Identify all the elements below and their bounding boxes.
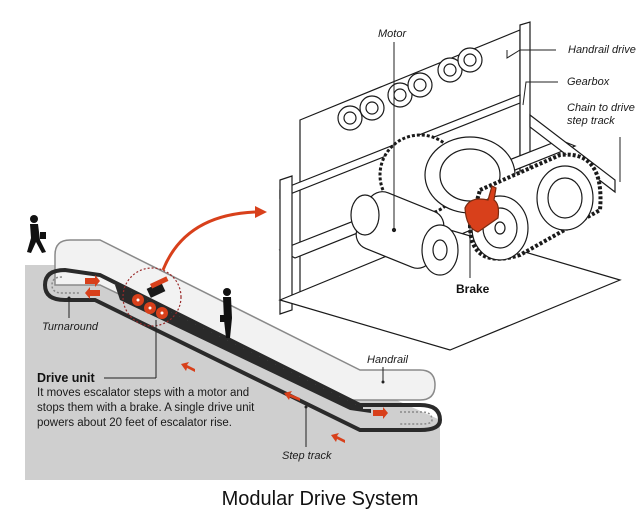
motor: [350, 191, 459, 276]
handrail-drive-rollers: [337, 47, 483, 131]
step-track-loop: [42, 267, 443, 432]
leader-dot: [304, 405, 308, 409]
arrow-left-icon: [181, 362, 195, 372]
step-track-label: Step track: [282, 450, 332, 462]
arrow-right-icon: [373, 407, 388, 419]
arrow-left-icon: [85, 287, 100, 299]
handrail-drive-label: Handrail drive: [568, 44, 636, 56]
leader-dot: [67, 296, 71, 300]
handrail-shape: [54, 239, 436, 401]
brake-label: Brake: [456, 282, 490, 296]
callout-arrowhead-icon: [255, 206, 267, 218]
drive-unit-title: Drive unit: [37, 371, 95, 385]
drive-machine: [278, 21, 622, 351]
person-silhouette-mid: [220, 288, 232, 338]
handrail-label: Handrail: [367, 354, 408, 366]
leader-dot: [391, 227, 397, 233]
leader-dot: [381, 380, 385, 384]
turnaround-dashes-bottom: [400, 411, 433, 425]
drive-unit-box: [146, 282, 166, 298]
motor-label: Motor: [378, 28, 407, 40]
frame-left-post: [279, 175, 293, 315]
arrow-left-icon: [284, 391, 300, 401]
chain-label-line2: step track: [567, 115, 615, 127]
drive-unit-description: It moves escalator steps with a motor an…: [37, 387, 255, 429]
drive-unit-top: [149, 276, 169, 289]
stair-steps: [115, 285, 371, 413]
callout-arrow: [161, 210, 256, 271]
arrow-left-icon: [331, 433, 345, 443]
turnaround-dashes-top: [51, 276, 80, 294]
escalator-section: [25, 206, 443, 480]
wheel-hub: [148, 306, 152, 310]
direction-arrows: [85, 275, 388, 443]
gearbox-label: Gearbox: [567, 76, 610, 88]
person-silhouette-top: [27, 215, 46, 253]
turnaround-label: Turnaround: [42, 321, 99, 333]
arrow-right-icon: [85, 275, 100, 287]
wheel-hub: [160, 311, 164, 315]
step-track-drive-wheels: [467, 152, 603, 261]
machine-leaders: [393, 42, 621, 278]
wheel-hub: [136, 298, 140, 302]
chain-label-line1: Chain to drive: [567, 102, 635, 114]
figure-caption: Modular Drive System: [221, 488, 419, 510]
drive-unit-highlight: [122, 267, 182, 327]
